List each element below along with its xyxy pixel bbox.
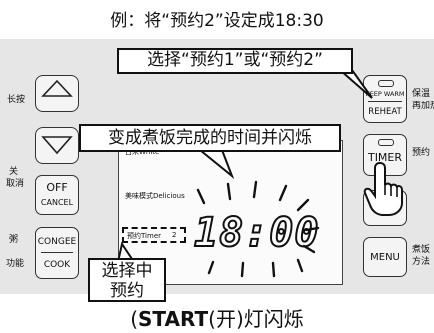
triangle-up-icon — [41, 79, 73, 97]
footer-prefix: ( — [130, 307, 139, 331]
menu-button[interactable]: MENU — [363, 237, 407, 277]
indicator-light-icon — [378, 80, 394, 87]
timer-tag-box: 预约Timer 2 — [122, 227, 186, 243]
down-button[interactable] — [35, 127, 79, 164]
off-side-label-bottom: 取消 — [6, 179, 25, 189]
congee-side-label-top: 粥 — [9, 235, 19, 245]
menu-side-bottom: 方法 — [412, 257, 431, 267]
select-preset-callout: 选择“预约1”或“预约2” — [117, 48, 353, 74]
menu-label: MENU — [370, 252, 400, 263]
congee-cook-button[interactable]: CONGEE COOK — [35, 227, 79, 279]
triangle-down-icon — [41, 136, 73, 155]
timer-label: TIMER — [367, 151, 403, 164]
selecting-preset-callout: 选择中 预约 — [88, 258, 166, 302]
footer-rest: (开)灯闪烁 — [208, 307, 304, 331]
hand-pointer-icon — [363, 161, 403, 216]
selecting-line2: 预约 — [110, 281, 144, 301]
cook-label: COOK — [43, 260, 71, 270]
timer-number: 2 — [172, 231, 177, 239]
control-panel: 长按 关 取消 粥 功能 LONGPRESS OFF CANCEL CONGEE… — [0, 39, 434, 294]
timer-side-label: 预约 — [412, 148, 431, 158]
flash-time-callout: 变成煮饭完成的时间并闪烁 — [79, 124, 341, 152]
reheat-label: REHEAT — [368, 107, 402, 117]
flash-rays-icon — [196, 180, 320, 278]
footer-caption: (START(开)灯闪烁 — [0, 303, 434, 332]
divider — [368, 101, 402, 102]
divider — [41, 252, 73, 253]
congee-label: CONGEE — [37, 237, 77, 247]
keep-warm-side-bottom: 再加热 — [412, 101, 434, 111]
off-cancel-button[interactable]: OFF CANCEL — [35, 175, 79, 215]
keep-warm-side-top: 保温 — [412, 89, 431, 99]
long-press-side-label: 长按 — [7, 95, 26, 105]
up-button[interactable] — [35, 75, 79, 112]
time-display: 18:00 — [193, 209, 320, 257]
selecting-line1: 选择中 — [101, 261, 153, 281]
off-label: OFF — [46, 181, 68, 194]
instruction-title: 例：将“预约2”设定成18:30 — [110, 11, 324, 31]
start-label: START — [138, 307, 209, 331]
menu-side-top: 煮饭 — [412, 245, 431, 255]
keep-warm-label: KEEP WARM — [365, 90, 405, 98]
timer-tag-label: 预约Timer — [127, 232, 162, 240]
delicious-label: 美味模式Delicious — [125, 192, 185, 200]
off-side-label-top: 关 — [9, 167, 19, 177]
indicator-light-icon — [378, 139, 394, 146]
cancel-label: CANCEL — [40, 198, 74, 207]
keep-warm-reheat-button[interactable]: KEEP WARM REHEAT — [363, 75, 407, 123]
rice-white-label: 白米White — [125, 148, 160, 156]
congee-side-label-bottom: 功能 — [6, 259, 25, 269]
